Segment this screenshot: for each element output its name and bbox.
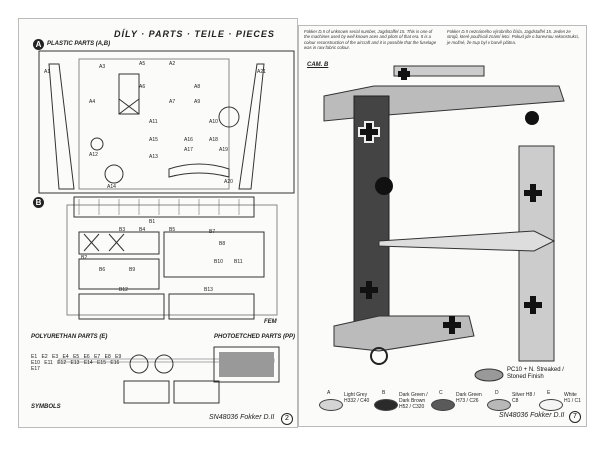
intro-text-cz: Fokker D.II neznámého výrobního čísla, J… [447, 29, 580, 45]
part-label: E17 [31, 366, 40, 372]
part-label: E5 [73, 354, 80, 360]
section-a-badge: A [33, 39, 44, 50]
part-label: A3 [99, 64, 106, 70]
part-label: E11 [44, 360, 53, 366]
part-label: A4 [89, 99, 96, 105]
parts-sprue-drawings [38, 50, 295, 404]
part-label: B3 [119, 227, 126, 233]
part-label: E13 [70, 360, 80, 366]
page-number: 7 [569, 411, 581, 423]
part-label: A17 [184, 147, 193, 153]
page-footer: SN48036 Fokker D.II [499, 412, 565, 419]
section-b-badge: B [33, 197, 44, 208]
part-label: E6 [83, 354, 90, 360]
left-instruction-page: DÍLY · PARTS · TEILE · PIECES A PLASTIC … [18, 18, 298, 428]
part-label: E8 [104, 354, 111, 360]
part-label: A14 [107, 184, 116, 190]
part-label: E2 [41, 354, 48, 360]
part-label: E16 [110, 360, 120, 366]
part-label: E1 [31, 354, 38, 360]
part-label: A6 [139, 84, 146, 90]
part-label: E7 [94, 354, 101, 360]
photoetched-title: PHOTOETCHED PARTS (PP) [214, 334, 296, 340]
polyurethane-title: POLYURETHAN PARTS (E) [31, 334, 108, 340]
part-label: B10 [214, 259, 223, 265]
part-label: A20 [224, 179, 233, 185]
fem-logo: FEM [264, 319, 277, 325]
part-label: A18 [209, 137, 218, 143]
part-label: A19 [219, 147, 228, 153]
part-label: A12 [89, 152, 98, 158]
page-number: 2 [281, 413, 293, 425]
part-label: A1 [44, 69, 51, 75]
plastic-parts-title: PLASTIC PARTS (A,B) [47, 41, 111, 47]
dope-note: PC10 + N. Streaked / Stoned Finish [507, 367, 583, 381]
aircraft-profile-drawings [323, 65, 565, 365]
camo-label: CAM. B [307, 62, 329, 68]
part-label: E9 [115, 354, 122, 360]
parts-header: DÍLY · PARTS · TEILE · PIECES [114, 29, 275, 39]
part-label: B1 [149, 219, 156, 225]
intro-text-en: Fokker D.II of unknown serial number, Ja… [304, 29, 437, 51]
streaked-finish-swatch [474, 368, 504, 382]
part-label: E10 [31, 360, 40, 366]
part-label: A13 [149, 154, 158, 160]
part-label: A8 [194, 84, 201, 90]
part-label: B9 [129, 267, 136, 273]
polyurethane-part-list: E1 E2 E3 E4 E5 E6 E7 E8 E9 E10 E11 E12 E… [31, 354, 131, 372]
part-label: A2 [169, 61, 176, 67]
page-footer: SN48036 Fokker D.II [209, 414, 275, 421]
part-label: B5 [169, 227, 176, 233]
part-label: A9 [194, 99, 201, 105]
symbols-title: SYMBOLS [31, 404, 61, 410]
part-label: A15 [149, 137, 158, 143]
part-label: E14 E15 [83, 360, 106, 366]
part-label: B2 [81, 255, 88, 261]
part-label: B7 [209, 229, 216, 235]
part-label: A16 [184, 137, 193, 143]
part-label: B12 [119, 287, 128, 293]
part-label: B4 [139, 227, 146, 233]
part-label: E12 [57, 360, 67, 366]
part-label: B13 [204, 287, 213, 293]
part-label: A10 [209, 119, 218, 125]
right-painting-page: Fokker D.II of unknown serial number, Ja… [298, 25, 587, 427]
part-label: A7 [169, 99, 176, 105]
part-label: B8 [219, 241, 226, 247]
part-label: E3 [52, 354, 59, 360]
part-label: B6 [99, 267, 106, 273]
part-label: B11 [234, 259, 243, 265]
part-label: A11 [149, 119, 158, 125]
part-label: E4 [62, 354, 69, 360]
part-label: A21 [257, 69, 266, 75]
part-label: A5 [139, 61, 146, 67]
